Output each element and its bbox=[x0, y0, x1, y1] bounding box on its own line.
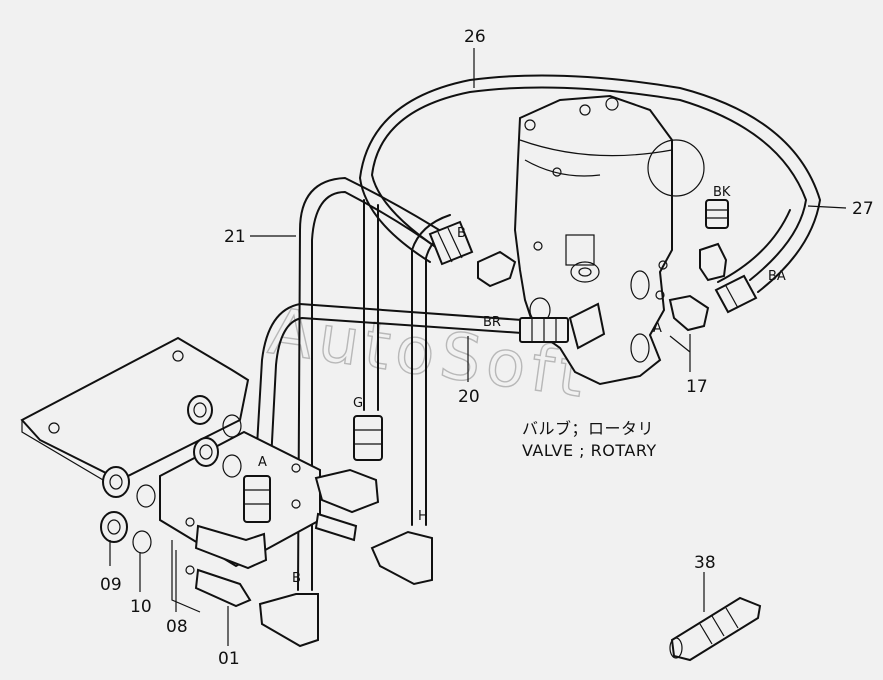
fitting-br bbox=[519, 302, 606, 350]
elbow-bk bbox=[699, 242, 728, 282]
port-label-b-top: B bbox=[457, 226, 466, 241]
part-number-01: 01 bbox=[218, 649, 240, 669]
port-label-ba: BA bbox=[768, 269, 786, 284]
hose-20 bbox=[254, 303, 523, 481]
hose-g bbox=[363, 199, 379, 411]
part-number-38: 38 bbox=[694, 553, 716, 573]
caption-english: VALVE ; ROTARY bbox=[522, 441, 657, 460]
part-number-17: 17 bbox=[686, 377, 708, 397]
hose-27 bbox=[717, 209, 791, 283]
fitting-bk bbox=[705, 199, 729, 229]
port-label-br: BR bbox=[483, 315, 501, 330]
part-38-pipe bbox=[669, 596, 762, 662]
caption-japanese: バルブ；ロータリ bbox=[522, 419, 654, 438]
leaders bbox=[109, 48, 847, 646]
fitting-ba bbox=[714, 274, 758, 314]
elbow-17 bbox=[668, 294, 710, 332]
hose-21 bbox=[297, 177, 453, 591]
part-number-10: 10 bbox=[130, 597, 152, 617]
part-number-08: 08 bbox=[166, 617, 188, 637]
part-number-20: 20 bbox=[458, 387, 480, 407]
part-number-09: 09 bbox=[100, 575, 122, 595]
part-number-27: 27 bbox=[852, 199, 874, 219]
port-label-a-left: A bbox=[258, 455, 267, 470]
hose-26 bbox=[359, 74, 821, 293]
bracket-fittings bbox=[194, 415, 433, 648]
port-label-b-bottom: B bbox=[292, 571, 301, 586]
part-number-21: 21 bbox=[224, 227, 246, 247]
port-label-h: H bbox=[418, 509, 428, 524]
nuts-and-rings bbox=[100, 395, 242, 554]
elbow-top bbox=[477, 250, 517, 288]
port-label-a-right: A bbox=[653, 321, 662, 336]
part-number-26: 26 bbox=[464, 27, 486, 47]
rotary-valve bbox=[513, 94, 705, 386]
port-label-g: G bbox=[353, 396, 363, 411]
fitting-b-top bbox=[428, 220, 474, 266]
port-label-bk: BK bbox=[713, 185, 731, 200]
